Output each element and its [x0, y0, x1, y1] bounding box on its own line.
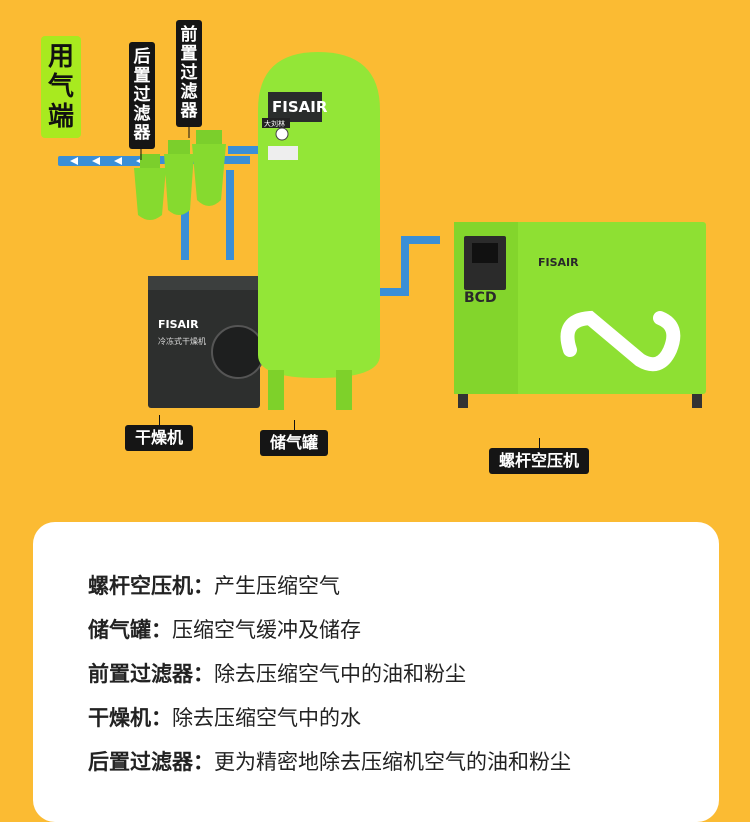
description-term: 后置过滤器：	[88, 750, 214, 774]
pre-filter	[164, 130, 226, 215]
description-text: 更为精密地除去压缩机空气的油和粉尘	[214, 750, 571, 774]
description-item: 储气罐：压缩空气缓冲及储存	[88, 608, 719, 652]
description-term: 干燥机：	[88, 706, 172, 730]
compressor-badge: BCD	[464, 290, 497, 306]
dryer-unit: FISAIR 冷冻式干燥机	[148, 276, 265, 408]
description-item: 后置过滤器：更为精密地除去压缩机空气的油和粉尘	[88, 740, 719, 784]
compressor-logo: FISAIR	[538, 256, 579, 269]
description-term: 螺杆空压机：	[88, 574, 214, 598]
dryer-logo: FISAIR	[158, 318, 199, 331]
post-filter-label: 后置过滤器	[129, 42, 155, 149]
tank-label: 储气罐	[260, 420, 329, 456]
tank-logo: FISAIR	[272, 98, 328, 116]
description-list: 螺杆空压机：产生压缩空气 储气罐：压缩空气缓冲及储存 前置过滤器：除去压缩空气中…	[33, 522, 719, 784]
compressor-label: 螺杆空压机	[489, 438, 590, 474]
description-text: 产生压缩空气	[214, 574, 340, 598]
description-term: 前置过滤器：	[88, 662, 214, 686]
description-text: 除去压缩空气中的油和粉尘	[214, 662, 466, 686]
description-item: 螺杆空压机：产生压缩空气	[88, 564, 719, 608]
dryer-label: 干燥机	[125, 415, 194, 451]
tank-sub: 大刘林	[264, 119, 285, 128]
air-tank: FISAIR 大刘林	[258, 52, 380, 410]
post-filter	[134, 154, 166, 220]
description-term: 储气罐：	[88, 618, 172, 642]
pre-filter-label: 前置过滤器	[176, 20, 202, 127]
screw-compressor: FISAIR BCD	[454, 222, 706, 408]
equipment-illustration: FISAIR 冷冻式干燥机 FISAIR 大刘林 FISAIR BCD	[58, 52, 706, 410]
description-text: 除去压缩空气中的水	[172, 706, 361, 730]
description-item: 干燥机：除去压缩空气中的水	[88, 696, 719, 740]
equipment-diagram: FISAIR 冷冻式干燥机 FISAIR 大刘林 FISAIR BCD	[41, 20, 706, 474]
dryer-name: 冷冻式干燥机	[158, 336, 206, 346]
description-card: 螺杆空压机：产生压缩空气 储气罐：压缩空气缓冲及储存 前置过滤器：除去压缩空气中…	[33, 522, 719, 822]
description-item: 前置过滤器：除去压缩空气中的油和粉尘	[88, 652, 719, 696]
use-end-label: 用气端	[41, 36, 81, 138]
outlet-pipe	[58, 156, 150, 166]
description-text: 压缩空气缓冲及储存	[172, 618, 361, 642]
